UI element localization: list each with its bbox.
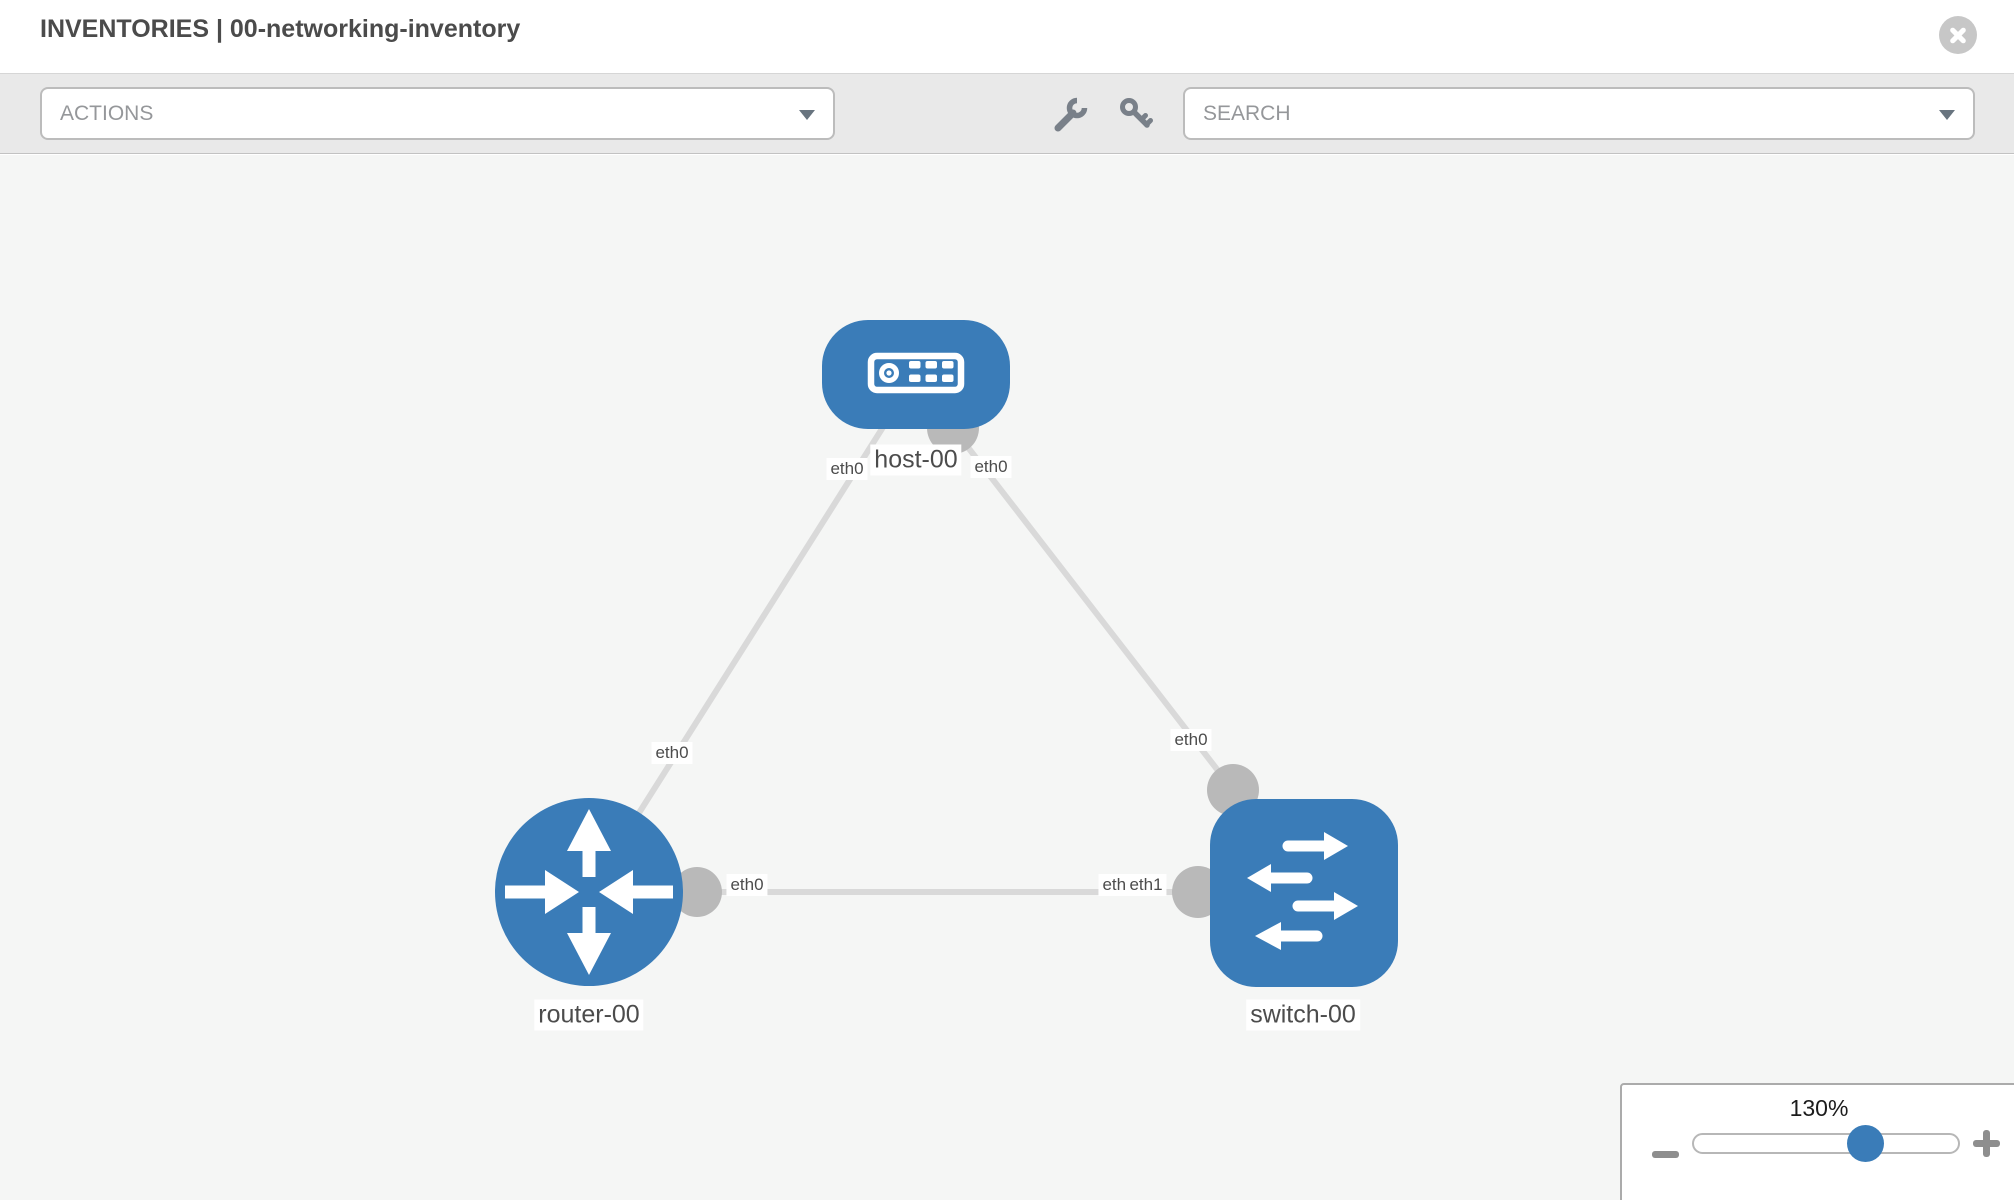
node-label-switch: switch-00	[1246, 999, 1360, 1031]
chevron-down-icon	[1939, 109, 1955, 120]
host-icon	[867, 352, 965, 394]
toolbar: ACTIONS SEARCH	[0, 73, 2014, 154]
key-icon	[1120, 98, 1153, 128]
topology-canvas[interactable]: host-00 router-00 switch-00 eth0 eth0 et…	[0, 155, 2014, 1200]
node-label-host: host-00	[870, 444, 962, 476]
switch-arrows-icon	[1247, 832, 1358, 950]
port-group	[672, 402, 1259, 918]
iface-label-switch-eth1: eth1	[1125, 874, 1167, 896]
port-router-eth0	[672, 867, 722, 917]
iface-label-host-eth0-left: eth0	[826, 458, 868, 480]
search-dropdown[interactable]: SEARCH	[1183, 87, 1975, 140]
iface-label-router-eth0: eth0	[726, 874, 768, 896]
iface-label-switch-top-eth0: eth0	[1170, 729, 1212, 751]
zoom-in-button[interactable]	[1973, 1130, 2000, 1157]
configure-button[interactable]	[1048, 95, 1092, 135]
zoom-out-button[interactable]	[1652, 1140, 1679, 1167]
page-title: INVENTORIES | 00-networking-inventory	[40, 15, 521, 43]
node-switch-00[interactable]	[1210, 799, 1398, 987]
zoom-control-panel: 130%	[1620, 1083, 2014, 1200]
node-router-00[interactable]	[495, 798, 683, 986]
close-button[interactable]	[1939, 16, 1977, 54]
credentials-button[interactable]	[1113, 95, 1157, 135]
wrench-icon	[1054, 97, 1088, 132]
iface-label-host-eth0-right: eth0	[970, 456, 1012, 478]
zoom-slider-handle[interactable]	[1847, 1125, 1884, 1162]
panel-header: INVENTORIES | 00-networking-inventory	[0, 0, 2014, 73]
chevron-down-icon	[799, 109, 815, 120]
iface-label-router-top-eth0: eth0	[651, 742, 693, 764]
router-arrows-icon	[505, 809, 673, 975]
search-dropdown-label: SEARCH	[1203, 101, 1291, 125]
node-label-router: router-00	[534, 999, 644, 1031]
zoom-level-value: 130%	[1789, 1095, 1849, 1121]
zoom-slider-track[interactable]	[1692, 1133, 1960, 1154]
node-host-00[interactable]	[822, 320, 1010, 429]
minus-icon	[1652, 1151, 1679, 1158]
actions-dropdown-label: ACTIONS	[60, 101, 154, 125]
actions-dropdown[interactable]: ACTIONS	[40, 87, 835, 140]
